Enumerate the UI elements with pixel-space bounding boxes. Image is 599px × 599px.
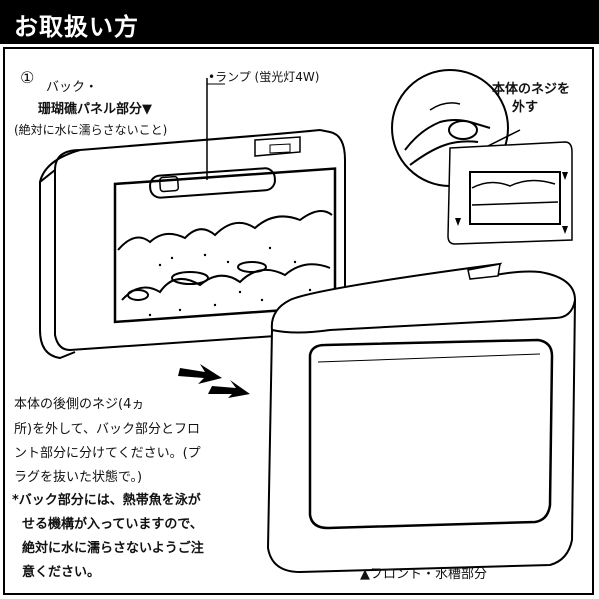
coral-dots: [148, 246, 312, 317]
instruction-line1: 本体の後側のネジ(4ヵ: [14, 397, 145, 412]
remove-screw-label-line1: 本体のネジを: [492, 82, 571, 97]
remove-screw-label-line2: 外す: [512, 100, 539, 115]
header-bar: お取扱い方: [0, 0, 599, 44]
rear-view-illustration: [447, 141, 573, 245]
back-unit-label-line2: 珊瑚礁パネル部分▼: [38, 102, 152, 117]
back-unit-warning-note: (絶対に水に濡らさないこと): [14, 123, 168, 137]
instruction-line4: ラグを抜いた状態で。): [14, 470, 143, 485]
separation-arrows: [178, 364, 250, 398]
warning-line4: 意ください。: [22, 565, 101, 580]
lamp-label: •ランプ (蛍光灯4W): [208, 70, 320, 84]
front-tank-illustration: [266, 262, 577, 574]
rear-view-screws: [455, 172, 568, 234]
warning-line2: せる機構が入っていますので、: [22, 517, 203, 532]
warning-line3: 絶対に水に濡らさないようご注: [22, 541, 204, 556]
back-unit-illustration: [39, 128, 346, 360]
content-frame: [3, 47, 594, 595]
instruction-line2: 所)を外して、バック部分とフロ: [14, 422, 201, 437]
page-title: お取扱い方: [14, 13, 139, 41]
warning-line1: *バック部分には、熱帯魚を泳が: [12, 493, 201, 508]
front-unit-label: ▲フロント・水槽部分: [360, 567, 487, 582]
instruction-line3: ント部分に分けてください。(プ: [14, 446, 201, 461]
step-number: ①: [20, 68, 35, 87]
back-unit-label-line1: バック・: [46, 80, 98, 95]
